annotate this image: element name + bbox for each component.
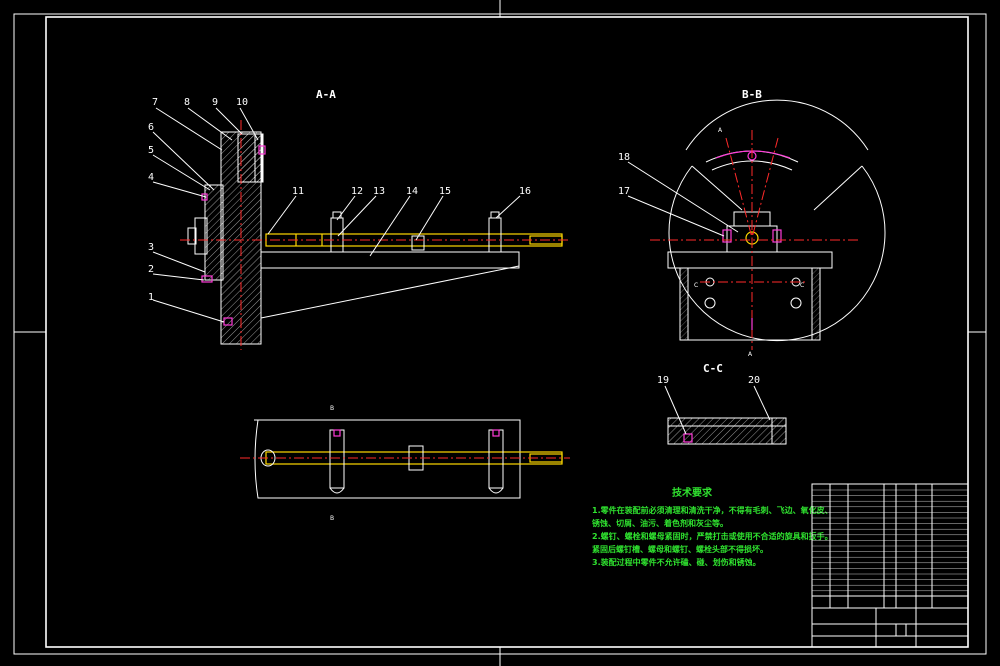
part-number-19: 19: [657, 375, 669, 386]
title-block: [811, 483, 969, 648]
tech-line-5: 3.装配过程中零件不允许磕、碰、划伤和锈蚀。: [592, 557, 761, 567]
part-number-3: 3: [148, 242, 154, 253]
part-number-2: 2: [148, 264, 154, 275]
part-number-14: 14: [406, 186, 418, 197]
technical-requirements: 技术要求 1.零件在装配前必须清理和清洗干净，不得有毛刺、飞边、氧化皮、 锈蚀、…: [592, 486, 833, 567]
tech-title: 技术要求: [672, 486, 713, 499]
view-mark-c-left: C: [694, 282, 698, 289]
section-title-cc: C-C: [703, 362, 723, 375]
part-number-6: 6: [148, 122, 154, 133]
view-mark-c-right: C: [800, 282, 804, 289]
section-title-bb: B-B: [742, 88, 762, 101]
view-mark-a-top: A: [718, 127, 723, 134]
part-number-11: 11: [292, 186, 304, 197]
section-view-aa: [180, 120, 570, 350]
view-mark-a-bottom: A: [748, 351, 753, 358]
part-number-9: 9: [212, 97, 218, 108]
part-number-7: 7: [152, 97, 158, 108]
part-number-15: 15: [439, 186, 451, 197]
tech-line-3: 2.螺钉、螺栓和螺母紧固时，严禁打击或使用不合适的旋具和扳手。: [592, 531, 833, 541]
part-number-12: 12: [351, 186, 363, 197]
section-view-bb: 18 17 A A C C: [618, 99, 886, 358]
part-number-13: 13: [373, 186, 385, 197]
part-number-8: 8: [184, 97, 190, 108]
part-number-10: 10: [236, 97, 248, 108]
part-number-20: 20: [748, 375, 760, 386]
section-view-cc: 19 20: [657, 375, 787, 445]
part-number-18: 18: [618, 152, 630, 163]
leaders-aa: 1 2 3 4 5 6 7 8 9 10 11 12 13 14 15 16: [148, 97, 531, 323]
part-number-1: 1: [148, 292, 154, 303]
part-number-4: 4: [148, 172, 154, 183]
part-number-16: 16: [519, 186, 531, 197]
part-number-5: 5: [148, 145, 154, 156]
tech-line-1: 1.零件在装配前必须清理和清洗干净，不得有毛刺、飞边、氧化皮、: [592, 505, 833, 515]
tech-line-4: 紧固后螺钉槽、螺母和螺钉、螺栓头部不得损坏。: [592, 544, 768, 554]
part-number-17: 17: [618, 186, 630, 197]
view-mark-b-top: B: [330, 405, 334, 412]
drawing-frame: [13, 0, 987, 666]
tech-line-2: 锈蚀、切屑、油污、着色剂和灰尘等。: [592, 518, 728, 528]
view-mark-b-bottom: B: [330, 515, 334, 522]
plan-view: B B: [240, 405, 570, 522]
section-title-aa: A-A: [316, 88, 336, 101]
